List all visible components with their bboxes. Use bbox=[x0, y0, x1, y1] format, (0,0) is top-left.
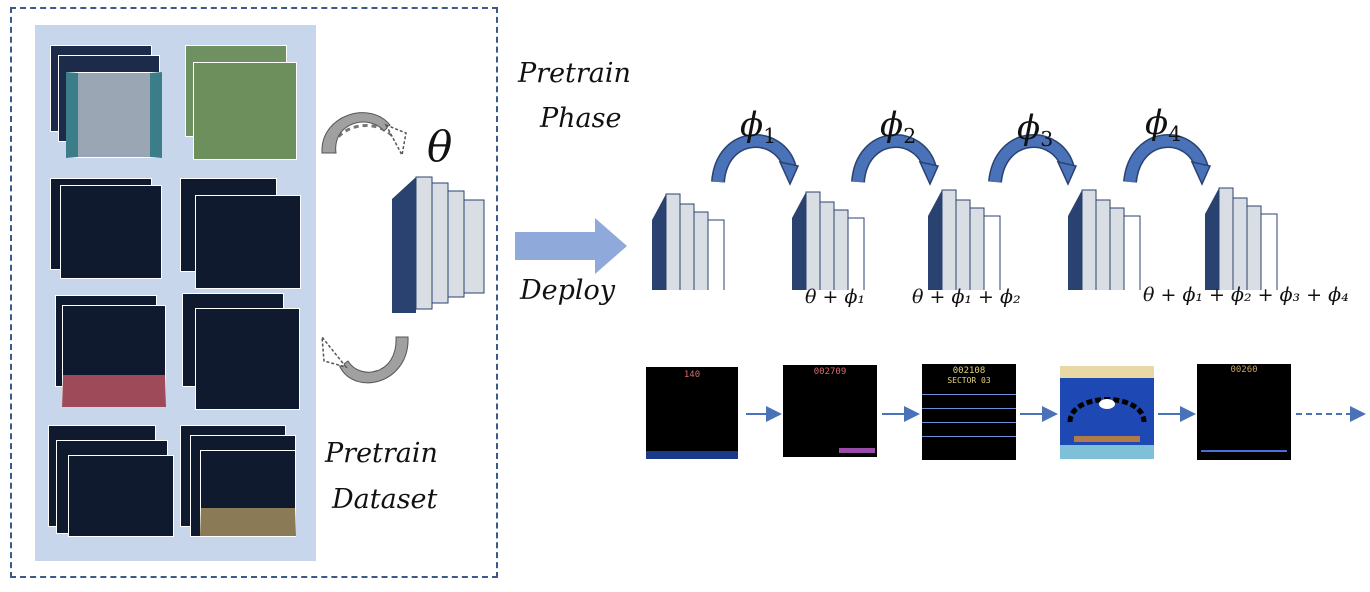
pretrain-container bbox=[10, 7, 498, 578]
pretrain-phase-label-2: Phase bbox=[540, 103, 622, 134]
cycle-arrowhead-bottom bbox=[321, 334, 349, 369]
theta-label: θ bbox=[427, 122, 453, 171]
strip-arrows bbox=[746, 406, 1366, 422]
network-adapted-4 bbox=[1204, 187, 1278, 290]
game-thumb-field bbox=[193, 62, 297, 160]
game-thumb bbox=[68, 455, 174, 537]
adapter-sequence bbox=[651, 134, 1278, 290]
pretrained-network bbox=[392, 176, 485, 313]
cycle-arrows bbox=[321, 112, 409, 384]
strip-game-5: 00260 bbox=[1197, 364, 1291, 460]
strip-game-4 bbox=[1060, 366, 1154, 459]
pretrain-dataset-label-1: Pretrain bbox=[325, 438, 438, 469]
game-thumb-racing bbox=[66, 72, 162, 158]
strip-score-3: 002108 bbox=[952, 366, 986, 376]
game-thumb-planet bbox=[200, 450, 296, 536]
phi-label-3: ϕ3 bbox=[1017, 108, 1054, 152]
strip-score-5: 00260 bbox=[1230, 365, 1258, 375]
network-adapted-2 bbox=[927, 189, 1001, 290]
strip-sector-3: SECTOR 03 bbox=[947, 376, 991, 385]
strip-score-2: 002709 bbox=[813, 367, 847, 377]
adapter-arrows bbox=[711, 134, 1212, 186]
game-thumb-space bbox=[62, 305, 166, 407]
cycle-arrow-top-fill bbox=[321, 112, 391, 154]
game-thumb-maze bbox=[195, 308, 300, 410]
game-thumb-grid bbox=[195, 195, 301, 289]
model-label-1: θ + ϕ₁ bbox=[805, 286, 866, 308]
cycle-arrowhead-top bbox=[384, 123, 407, 158]
network-layers bbox=[392, 176, 485, 313]
game-thumb bbox=[60, 185, 162, 279]
deploy-label: Deploy bbox=[520, 275, 616, 306]
deploy-arrow bbox=[515, 218, 627, 274]
network-adapted-1 bbox=[791, 191, 865, 290]
strip-game-1: 140 bbox=[646, 367, 738, 459]
phi-label-1: ϕ1 bbox=[740, 105, 777, 149]
model-label-4: θ + ϕ₁ + ϕ₂ + ϕ₃ + ϕ₄ bbox=[1143, 284, 1349, 306]
network-base bbox=[651, 193, 725, 290]
phi-label-4: ϕ4 bbox=[1145, 103, 1182, 147]
pretrain-phase-label-1: Pretrain bbox=[518, 58, 631, 89]
model-label-2: θ + ϕ₁ + ϕ₂ bbox=[912, 286, 1021, 308]
strip-game-3: 002108 SECTOR 03 bbox=[922, 364, 1016, 460]
cycle-arrow-bottom-fill bbox=[339, 336, 409, 384]
pretrain-dataset-label-2: Dataset bbox=[332, 484, 438, 515]
strip-game-2: 002709 bbox=[783, 365, 877, 457]
network-adapted-3 bbox=[1067, 189, 1141, 290]
strip-score-1: 140 bbox=[683, 370, 701, 380]
phi-label-2: ϕ2 bbox=[880, 105, 917, 149]
octopus-icon bbox=[1067, 397, 1147, 423]
